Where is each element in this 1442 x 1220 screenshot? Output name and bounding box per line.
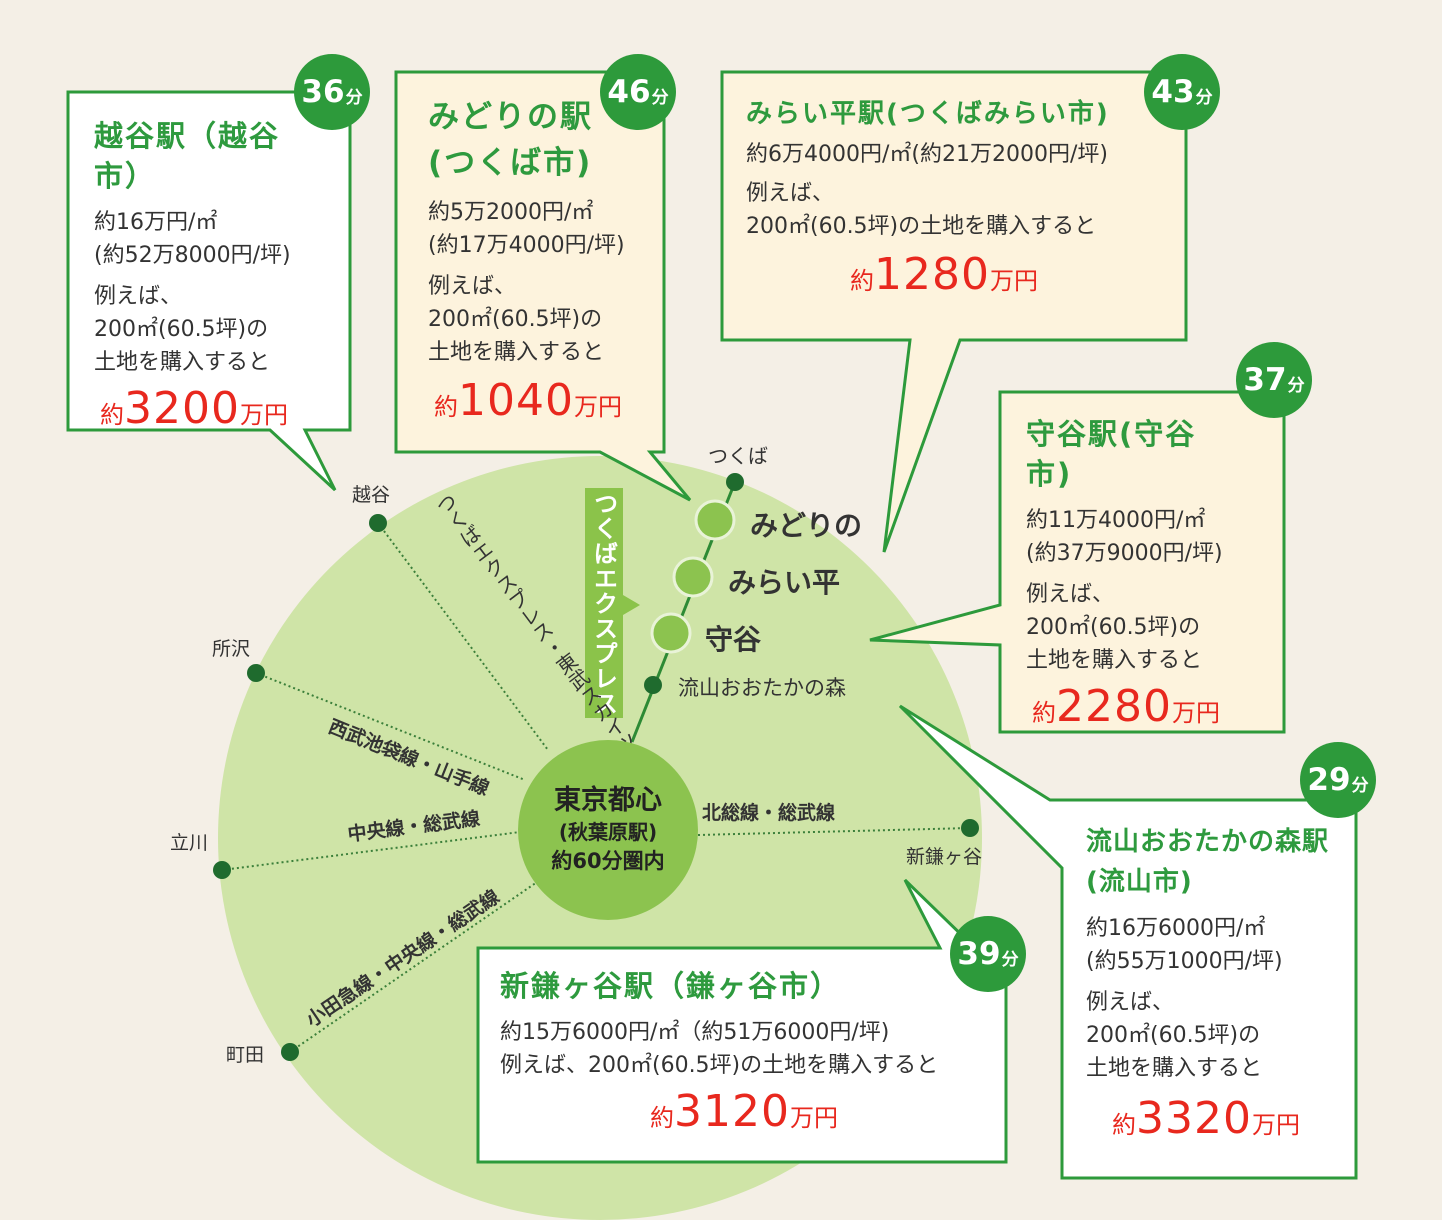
callout-title: 越谷駅（越谷 市）	[94, 119, 281, 193]
callout-midorino: みどりの駅 (つくば市) 約5万2000円/㎡ (約17万4000円/坪) 例え…	[428, 94, 658, 426]
station-moriya: 守谷	[705, 623, 762, 656]
station-miraidaira: みらい平	[728, 566, 841, 599]
station-nagareyama: 流山おおたかの森	[678, 676, 846, 700]
box-nagareyama	[898, 704, 1358, 1180]
station-tachikawa: 立川	[170, 832, 209, 854]
tokyo-center-hub: 東京都心 (秋葉原駅) 約60分圏内	[518, 740, 698, 920]
station-tokorozawa: 所沢	[212, 638, 251, 660]
dot-tachikawa	[213, 861, 231, 879]
callout-moriya: 守谷駅(守谷 市) 約11万4000円/㎡ (約37万9000円/坪) 例えば、…	[1026, 414, 1278, 732]
callout-title: みどりの駅 (つくば市)	[428, 99, 593, 181]
price: 約2280万円	[1032, 681, 1220, 732]
major-station-dots	[650, 499, 736, 654]
callout-title: 新鎌ヶ谷駅（鎌ヶ谷市）	[500, 969, 842, 1003]
callout-title: みらい平駅(つくばみらい市)	[746, 99, 1110, 129]
station-tsukuba: つくば	[708, 444, 768, 468]
callout-title: 守谷駅(守谷 市)	[1026, 417, 1197, 491]
dot-koshigaya	[369, 514, 387, 532]
box-koshigaya	[66, 90, 352, 492]
callout-miraidaira: みらい平駅(つくばみらい市) 約6万4000円/㎡(約21万2000円/坪) 例…	[746, 94, 1176, 300]
dot-machida	[281, 1043, 299, 1061]
dot-nagareyama	[644, 676, 662, 694]
station-koshigaya: 越谷	[352, 484, 391, 506]
box-moriya	[869, 390, 1286, 734]
route-shinkamagaya	[697, 827, 971, 836]
route-lines	[221, 522, 971, 1053]
tx-arrow-icon	[623, 595, 640, 615]
dot-midorino	[694, 499, 736, 541]
dot-shinkamagaya	[961, 819, 979, 837]
callout-title: 流山おおたかの森駅 (流山市)	[1086, 827, 1330, 897]
tsukuba-express-label: つくばエクスプレス	[585, 488, 623, 718]
dot-tsukuba	[726, 473, 744, 491]
callout-shapes	[66, 70, 1358, 1180]
dot-miraidaira	[672, 556, 714, 598]
route-koshigaya	[377, 522, 549, 751]
dot-moriya	[650, 612, 692, 654]
station-midorino: みどりの	[750, 509, 863, 542]
callout-koshigaya: 越谷駅（越谷 市） 約16万円/㎡ (約52万8000円/坪) 例えば、 200…	[94, 116, 344, 434]
station-shinkamagaya: 新鎌ヶ谷	[906, 846, 983, 868]
price: 約3200万円	[100, 383, 288, 434]
dot-tokorozawa	[247, 664, 265, 682]
route-tachikawa	[221, 831, 521, 871]
route-tokorozawa	[255, 672, 526, 781]
line-label-hokuso: 北総線・総武線	[702, 802, 836, 824]
price: 約3320万円	[1112, 1093, 1300, 1144]
route-machida	[289, 879, 541, 1053]
box-midorino	[394, 70, 692, 502]
hub-title: 東京都心	[554, 785, 662, 816]
station-machida: 町田	[226, 1044, 265, 1066]
callout-nagareyama: 流山おおたかの森駅 (流山市) 約16万6000円/㎡ (約55万1000円/坪…	[1086, 822, 1354, 1144]
callout-shinkamagaya: 新鎌ヶ谷駅（鎌ヶ谷市） 約15万6000円/㎡（約51万6000円/坪) 例えば…	[500, 966, 990, 1137]
hub-subtitle: (秋葉原駅)	[558, 820, 658, 844]
price: 約3120万円	[650, 1086, 838, 1137]
price: 約1040万円	[434, 375, 622, 426]
hub-range: 約60分圏内	[551, 849, 665, 873]
price: 約1280万円	[850, 249, 1038, 300]
station-dots	[213, 473, 979, 1061]
